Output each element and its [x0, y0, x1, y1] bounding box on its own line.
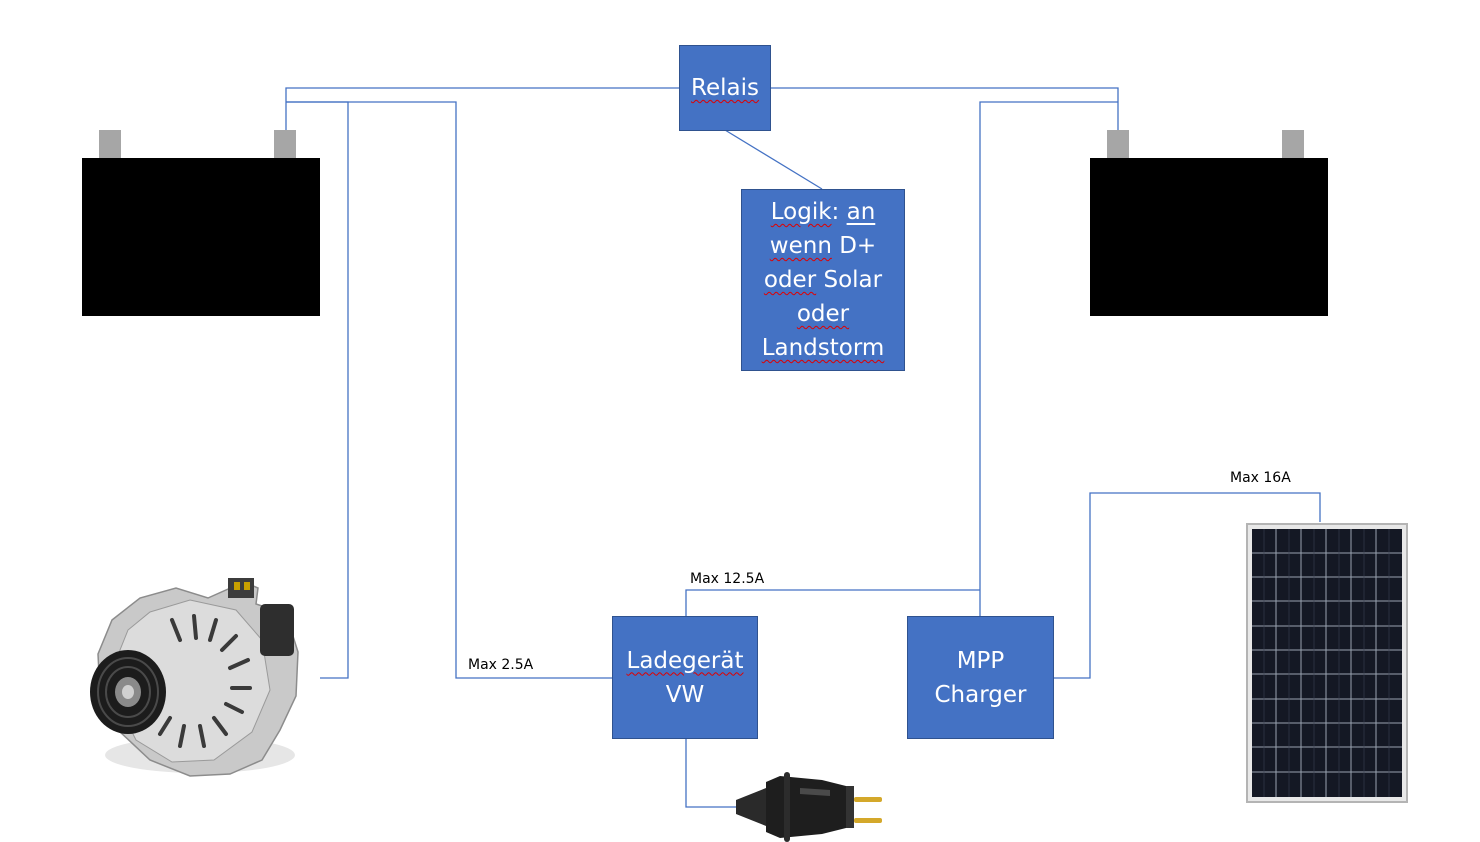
battery-right-terminal-plus — [1107, 130, 1129, 158]
logik-box: Logik: an wenn D+ oder Solar oder Landst… — [741, 189, 905, 371]
logik-word-7: oder — [796, 301, 850, 327]
wire-relais-to-logik — [724, 129, 823, 190]
battery-left-terminal-plus — [274, 130, 296, 158]
wires — [285, 87, 1321, 808]
logik-colon: : — [831, 199, 840, 225]
wire-relais-left-battery — [285, 87, 680, 130]
ladegeraet-line-2: VW — [665, 681, 705, 708]
logik-word-4: D+ — [839, 233, 877, 259]
logik-word-3: wenn — [769, 233, 832, 259]
power-plug-image — [736, 772, 882, 842]
logik-word-1: Logik — [770, 199, 832, 225]
wire-ladegeraet-to-mpp — [685, 589, 980, 617]
alternator-image — [90, 578, 299, 777]
ladegeraet-line-1: Ladegerät — [626, 647, 744, 674]
mpp-charger-box: MPP Charger — [907, 616, 1054, 739]
mpp-line-1: MPP — [956, 647, 1005, 674]
battery-left-terminal-minus — [99, 130, 121, 158]
wire-right-battery-to-mpp — [979, 101, 1118, 617]
logik-word-6: Solar — [823, 267, 883, 293]
edge-label-max-2-5a: Max 2.5A — [468, 657, 534, 673]
battery-left — [82, 158, 320, 316]
edge-label-max-16a: Max 16A — [1230, 470, 1291, 486]
mpp-line-2: Charger — [934, 681, 1027, 708]
logik-word-5: oder — [763, 267, 817, 293]
ladegeraet-box: Ladegerät VW — [612, 616, 758, 739]
battery-right-terminal-minus — [1282, 130, 1304, 158]
logik-word-2: an — [846, 199, 876, 225]
solar-panel-image — [1246, 523, 1408, 803]
wire-ladegeraet-to-plug — [685, 738, 738, 808]
wire-mpp-to-solar — [1054, 492, 1321, 679]
logik-word-8: Landstorm — [761, 335, 885, 361]
wire-battery-to-ladegeraet — [286, 101, 612, 679]
edge-label-max-12-5a: Max 12.5A — [690, 571, 765, 587]
relais-label: Relais — [691, 75, 759, 101]
battery-right — [1090, 158, 1328, 316]
wire-relais-right-battery — [770, 87, 1119, 130]
relais-box: Relais — [679, 45, 771, 131]
